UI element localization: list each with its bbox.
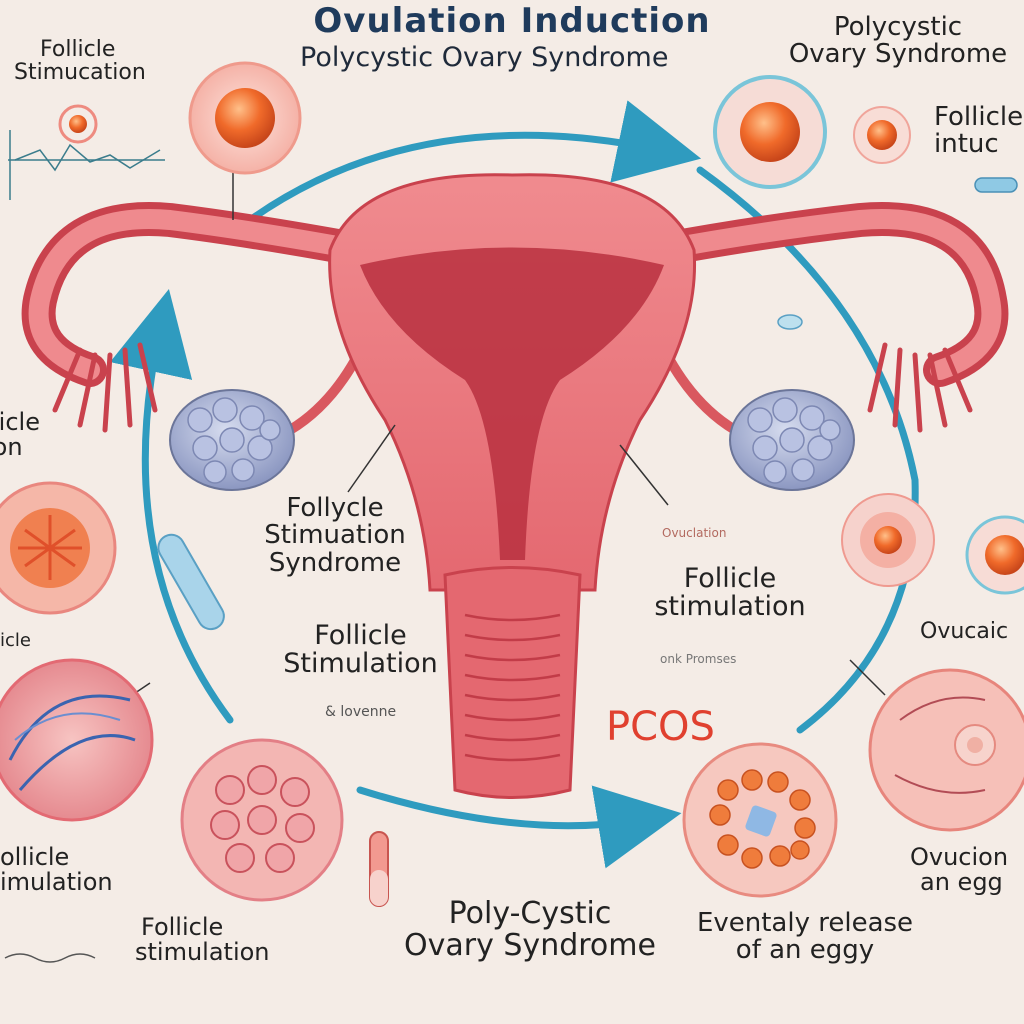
follicle-disc-right-edge — [965, 515, 1024, 595]
label-ampersand-note: & lovenne — [325, 704, 397, 720]
right-ovary — [729, 389, 855, 491]
label-small-script-2: onk Promses — [660, 652, 737, 666]
label-pcos: PCOS — [606, 704, 715, 750]
page-title: Ovulation Induction — [313, 1, 711, 41]
follicle-disc-bottom-center-right — [682, 742, 838, 898]
capsule-bottom — [369, 831, 389, 907]
fimbriae — [52, 342, 973, 433]
wavy-line-bottom-left — [4, 953, 96, 963]
label-center-right: Follicle stimulation — [654, 563, 806, 623]
cycle-arrow-left — [110, 288, 234, 724]
uterus — [328, 173, 697, 799]
label-bottom-center: Poly-Cystic Ovary Syndrome — [404, 896, 656, 963]
follicle-disc-right-mid — [841, 493, 935, 587]
uterus-cavity — [360, 247, 664, 560]
label-top-right: Polycystic Ovary Syndrome — [788, 12, 1008, 70]
label-small-script-1: Ovuclation — [662, 526, 727, 540]
label-right-upper: Follicle intuc — [934, 102, 1024, 160]
cycle-arrow-bottom — [356, 785, 682, 869]
capsule-right-edge — [974, 177, 1018, 193]
follicle-disc-bottom-right — [868, 668, 1024, 832]
small-follicle-top-left — [58, 104, 98, 144]
follicle-disc-top-right — [713, 75, 827, 189]
label-bottom-left-cut: ollicle imulation — [0, 843, 113, 897]
cycle-arrow-right — [696, 166, 919, 734]
follicle-disc-top-left — [188, 61, 302, 175]
label-center-left-lower: Follicle Stimulation — [283, 620, 438, 680]
hormone-graph-icon — [8, 130, 165, 200]
label-left-mid: licle ion — [0, 408, 40, 462]
label-bottom-right-center: Eventaly release of an eggy — [696, 908, 914, 966]
small-follicle-top-right — [853, 106, 911, 164]
cycle-arrow-top — [246, 100, 702, 224]
capsule-left — [157, 533, 225, 631]
small-pill-right — [777, 314, 803, 330]
left-ovary — [169, 389, 295, 491]
label-center-left: Follycle Stimuation Syndrome — [264, 493, 406, 578]
label-left-lower-cut: icle — [0, 630, 31, 651]
vaginal-rugae — [464, 613, 561, 762]
cervix — [443, 566, 582, 799]
follicle-disc-bottom-center-left — [180, 738, 344, 902]
follicle-disc-bottom-left — [0, 658, 154, 822]
label-bottom-right: Ovucion an egg — [910, 843, 1009, 897]
label-right-mid: Ovucaic — [920, 619, 1009, 644]
page-subtitle: Polycystic Ovary Syndrome — [300, 42, 669, 73]
label-bottom-left: Follicle stimulation — [135, 913, 270, 967]
follicle-disc-left-mid — [0, 481, 117, 615]
label-top-left: Follicle Stimucation — [14, 37, 146, 86]
fallopian-tubes — [21, 202, 1009, 387]
